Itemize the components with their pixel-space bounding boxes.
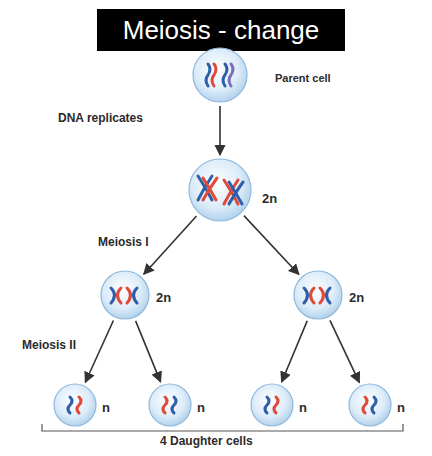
step-label: Meiosis II (22, 338, 76, 352)
step-label: DNA replicates (58, 111, 143, 125)
cell-label: 2n (156, 290, 171, 305)
cell-outline (100, 270, 150, 320)
division-arrow (282, 321, 308, 382)
cell-circle (251, 384, 293, 426)
cell-label: n (299, 400, 307, 415)
cell-circle (54, 384, 96, 426)
cell-circle (101, 271, 149, 319)
cell-circle (149, 384, 191, 426)
cell-label: 2n (262, 191, 277, 206)
cell-node: n (348, 383, 392, 427)
cell-label: n (102, 400, 110, 415)
cell-node: Parent cell (192, 47, 248, 103)
cell-node: n (148, 383, 192, 427)
cell-circle (193, 48, 247, 102)
title-banner: Meiosis - change (97, 9, 345, 51)
cell-circle (294, 271, 342, 319)
division-arrow (136, 321, 161, 382)
cell-label: n (397, 400, 405, 415)
group-bracket (42, 424, 403, 431)
cell-outline (53, 383, 97, 427)
cell-outline (250, 383, 294, 427)
step-label: Meiosis I (98, 235, 149, 249)
cell-node: 2n (188, 158, 252, 222)
cell-outline (188, 158, 252, 222)
division-arrow (219, 106, 221, 155)
group-label: 4 Daughter cells (160, 434, 253, 448)
cell-node: n (250, 383, 294, 427)
cell-outline (348, 383, 392, 427)
cell-label: Parent cell (275, 72, 331, 84)
division-arrow (144, 216, 197, 274)
cell-node: 2n (100, 270, 150, 320)
cell-circle (189, 159, 251, 221)
division-arrow (330, 320, 359, 382)
cell-outline (192, 47, 248, 103)
cell-node: n (53, 383, 97, 427)
cell-node: 2n (293, 270, 343, 320)
division-arrow (85, 320, 113, 382)
cell-outline (293, 270, 343, 320)
cell-outline (148, 383, 192, 427)
cell-label: n (197, 400, 205, 415)
division-arrow (244, 216, 299, 275)
cell-label: 2n (349, 290, 364, 305)
cell-circle (349, 384, 391, 426)
